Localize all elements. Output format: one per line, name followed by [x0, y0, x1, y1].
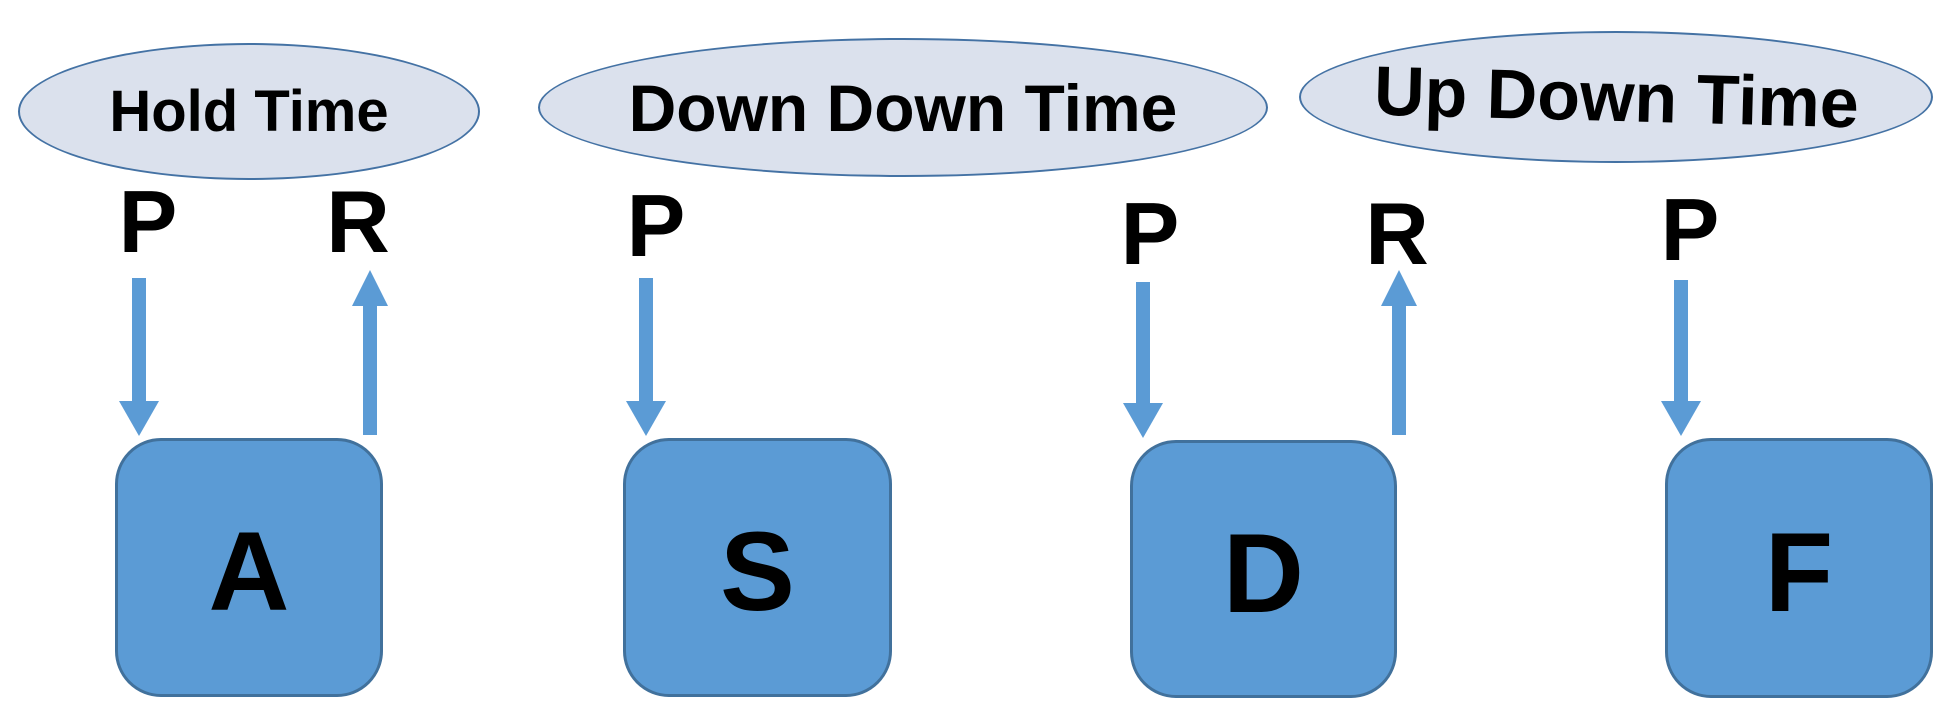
release-up-arrow-icon	[352, 270, 388, 435]
hold-time-ellipse: Hold Time	[18, 43, 480, 180]
key-d-label: D	[1223, 510, 1304, 636]
press-down-arrow-icon	[1123, 282, 1163, 438]
key-d: D	[1130, 440, 1397, 698]
press-down-arrow-icon	[1661, 280, 1701, 436]
press-marker-key-f: P	[1660, 180, 1720, 279]
release-marker-key-d: R	[1365, 184, 1429, 283]
press-marker-key-s: P	[626, 176, 686, 275]
up-down-time-ellipse: Up Down Time	[1299, 31, 1933, 163]
press-down-arrow-icon	[119, 278, 159, 436]
key-f: F	[1665, 438, 1933, 698]
hold-time-label: Hold Time	[109, 79, 389, 144]
up-down-time-label: Up Down Time	[1372, 51, 1860, 143]
key-f-label: F	[1764, 509, 1834, 635]
key-s-label: S	[720, 509, 795, 634]
key-a-label: A	[208, 509, 290, 634]
down-down-time-ellipse: Down Down Time	[538, 38, 1268, 177]
key-a: A	[115, 438, 383, 697]
release-up-arrow-icon	[1381, 270, 1417, 435]
press-marker-key-a: P	[118, 172, 178, 271]
press-marker-key-d: P	[1120, 184, 1180, 283]
release-marker-key-a: R	[326, 172, 390, 271]
key-s: S	[623, 438, 892, 697]
down-down-time-label: Down Down Time	[628, 70, 1178, 145]
press-down-arrow-icon	[626, 278, 666, 436]
